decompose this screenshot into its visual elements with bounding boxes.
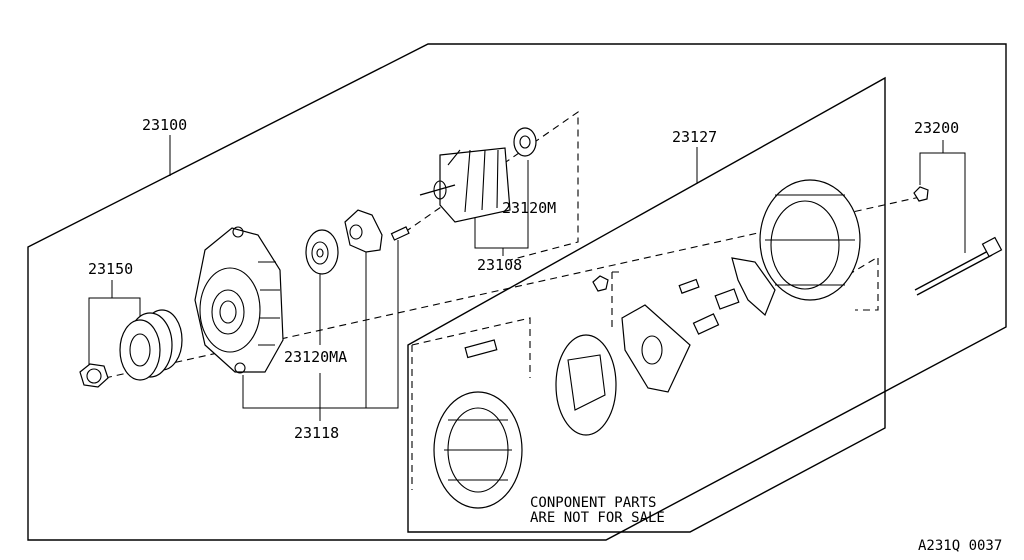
- front-bearing: [305, 229, 339, 275]
- rectifier: [555, 334, 617, 436]
- label-pulley-kit: 23150: [88, 260, 133, 278]
- rear-bearing: [513, 127, 537, 157]
- small-nut: [592, 275, 609, 292]
- rear-housing: [759, 179, 861, 301]
- brush-holder: [692, 257, 776, 335]
- retainer-screw: [390, 226, 410, 241]
- leader-lines: [88, 135, 966, 421]
- label-assembly: 23100: [142, 116, 187, 134]
- note-line-2: ARE NOT FOR SALE: [530, 510, 665, 526]
- rotor: [419, 147, 511, 223]
- pulley-nut: [79, 363, 109, 388]
- through-bolt: [914, 236, 1003, 296]
- rear-nut: [913, 186, 929, 202]
- label-stator-kit: 23127: [672, 128, 717, 146]
- front-housing: [194, 226, 284, 374]
- dashed-guides: [104, 110, 921, 490]
- stator: [433, 391, 523, 509]
- diode-screw: [678, 278, 700, 294]
- diode-plate: [621, 304, 691, 393]
- assembly-frame: [27, 43, 1007, 541]
- label-front-cover-kit: 23118: [294, 424, 339, 442]
- label-rear-cover: 23200: [914, 119, 959, 137]
- stator-bolt: [464, 339, 498, 359]
- pulley: [119, 309, 183, 381]
- reference-code: A231Q 0037: [918, 538, 1002, 554]
- label-bearing-rear: 23120M: [502, 199, 556, 217]
- retainer-plate: [344, 209, 383, 253]
- note-line-1: CONPONENT PARTS: [530, 495, 656, 511]
- component-frame: [407, 76, 886, 533]
- label-bearing-front: 23120MA: [284, 348, 347, 366]
- label-rotor: 23108: [477, 256, 522, 274]
